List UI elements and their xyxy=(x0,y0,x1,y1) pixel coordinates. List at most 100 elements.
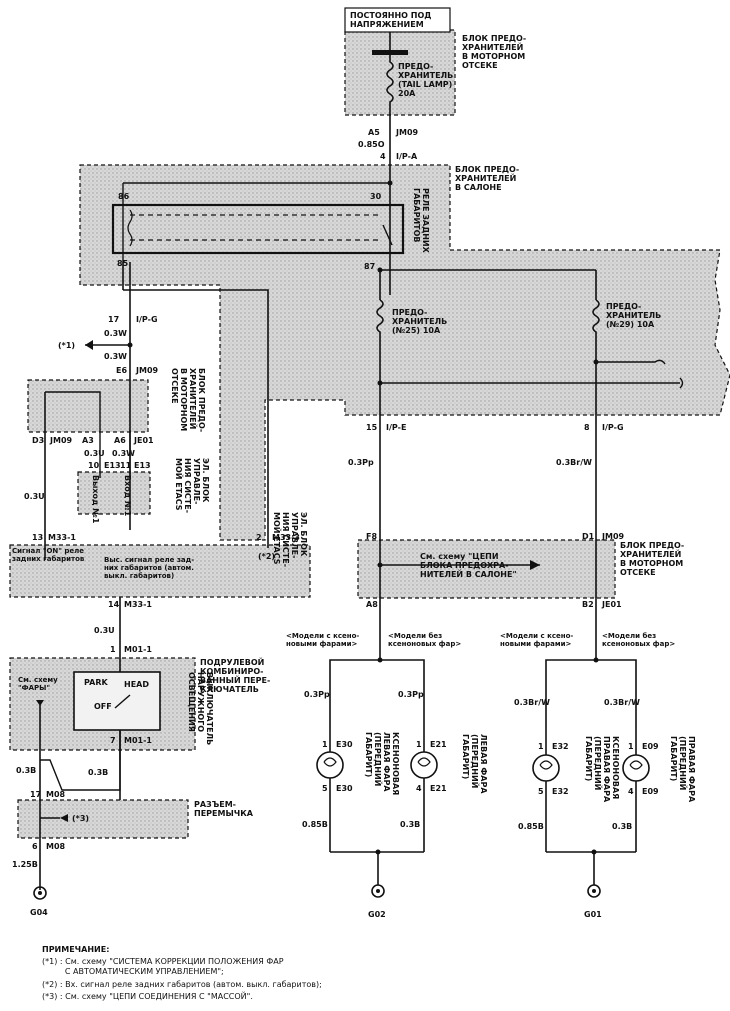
supply-bar xyxy=(372,50,408,55)
conn-ipg-right: I/P-G xyxy=(602,423,624,432)
conn-e13b: E13 xyxy=(134,461,151,470)
ground-g01-icon xyxy=(587,884,601,898)
lamp-l2-pin-top: 1 xyxy=(416,740,422,749)
conn-m331b: M33-1 xyxy=(124,600,152,609)
headlights-ref: См. схему "ФАРЫ" xyxy=(18,676,58,692)
lamp-l1-conn-top: E30 xyxy=(336,740,353,749)
etacs-label-2: ЭЛ. БЛОК УПРАВЛЕ- НИЯ СИСТЕ- МОЙ ETACS xyxy=(272,512,308,568)
lamp-r2-name: ПРАВАЯ ФАРА (ПЕРЕДНИЙ ГАБАРИТ) xyxy=(669,736,696,803)
conn-1: 1 xyxy=(110,645,116,654)
relay-label: РЕЛЕ ЗАДНИХ ГАБАРИТОВ xyxy=(412,188,430,253)
lamp-xenon-right-icon xyxy=(532,754,560,782)
lamp-l2-name: ЛЕВАЯ ФАРА (ПЕРЕДНИЙ ГАБАРИТ) xyxy=(461,734,488,794)
etacs-area-2 xyxy=(9,544,311,598)
tail-relay xyxy=(111,203,405,255)
conn-jm09-l: JM09 xyxy=(50,436,73,445)
lamp-r1-wire-bot: 0.85B xyxy=(518,822,544,831)
conn-17b: 17 xyxy=(30,790,42,799)
model-xenon-left: <Модели с ксено- новыми фарами> xyxy=(286,632,360,648)
wire-03w-a: 0.3W xyxy=(104,329,127,338)
model-noxenon-right: <Модели без ксеноновых фар> xyxy=(602,632,676,648)
conn-4: 4 xyxy=(380,152,386,161)
conn-2: 2 xyxy=(256,533,262,542)
engine-fuse-block-left-area xyxy=(27,379,149,433)
wire-03w-b: 0.3W xyxy=(104,352,127,361)
jumper-label: РАЗЪЕМ- ПЕРЕМЫЧКА xyxy=(194,800,253,818)
conn-ipg-left: I/P-G xyxy=(136,315,158,324)
light-switch-label: ВЫКЛЮЧАТЕЛЬ НАРУЖНОГО ОСВЕЩЕНИЯ xyxy=(187,672,214,746)
lamp-xenon-left-icon xyxy=(316,751,344,779)
lamp-r2-pin-bot: 4 xyxy=(628,787,634,796)
ground-g02-icon xyxy=(371,884,385,898)
wire-125b: 1.25B xyxy=(12,860,38,869)
lamp-r2-pin-top: 1 xyxy=(628,742,634,751)
on-signal-label: Сигнал "ON" реле задних габаритов xyxy=(12,547,85,563)
tail-lamp-fuse-label: ПРЕДО- ХРАНИТЕЛЬ (TAIL LAMP) 20A xyxy=(398,62,454,98)
wire-03u-c: 0.3U xyxy=(94,626,115,635)
conn-a5: A5 xyxy=(368,128,380,137)
conn-m08a: M08 xyxy=(46,790,66,799)
engine-fuse-block-left-label: БЛОК ПРЕДО- ХРАНИТЕЛЕЙ В МОТОРНОМ ОТСЕКЕ xyxy=(170,368,206,433)
model-xenon-right: <Модели с ксено- новыми фарами> xyxy=(500,632,574,648)
pin-30: 30 xyxy=(370,192,382,201)
conn-d1: D1 xyxy=(582,532,595,541)
wire-03b-a: 0.3B xyxy=(16,766,37,775)
pin-87: 87 xyxy=(364,262,376,271)
conn-je01-l: JE01 xyxy=(134,436,154,445)
lamp-l2-conn-bot: E21 xyxy=(430,784,447,793)
switch-head: HEAD xyxy=(124,680,149,689)
engine-fuse-block-right-area xyxy=(357,539,616,599)
light-switch-box xyxy=(73,671,161,731)
lamp-l2-pin-bot: 4 xyxy=(416,784,422,793)
pin-85: 85 xyxy=(117,259,129,268)
conn-8: 8 xyxy=(584,423,590,432)
ground-g04-label: G04 xyxy=(30,908,48,917)
conn-f8: F8 xyxy=(366,532,378,541)
conn-a6: A6 xyxy=(114,436,126,445)
etacs-area-1 xyxy=(77,471,151,515)
constant-power-label: ПОСТОЯННО ПОД НАПРЯЖЕНИЕМ xyxy=(350,11,432,29)
pin-input: Вход №1 xyxy=(123,475,132,517)
lamp-r2-wire-bot: 0.3B xyxy=(612,822,633,831)
conn-d3: D3 xyxy=(32,436,45,445)
wire-03pp-a: 0.3Pp xyxy=(348,458,374,467)
notes-title: ПРИМЕЧАНИЕ: xyxy=(42,945,110,954)
conn-m011: M01-1 xyxy=(124,645,152,654)
switch-off: OFF xyxy=(94,702,112,711)
lamp-l1-name: КСЕНОНОВАЯ ЛЕВАЯ ФАРА (ПЕРЕДНИЙ ГАБАРИТ) xyxy=(364,732,400,796)
engine-fuse-block-top-label: БЛОК ПРЕДО- ХРАНИТЕЛЕЙ В МОТОРНОМ ОТСЕКЕ xyxy=(462,34,527,70)
combo-switch-label: ПОДРУЛЕВОЙ КОМБИНИРО- ВАННЫЙ ПЕРЕ- КЛЮЧА… xyxy=(200,658,271,694)
lamp-l1-pin-top: 1 xyxy=(322,740,328,749)
lamp-l1-wire-top: 0.3Pp xyxy=(304,690,330,699)
cabin-fuse-block-area xyxy=(79,164,730,541)
lamp-r1-pin-bot: 5 xyxy=(538,787,544,796)
conn-ipa: I/P-A xyxy=(396,152,418,161)
lamp-r1-pin-top: 1 xyxy=(538,742,544,751)
lamp-r2-wire-top: 0.3Br/W xyxy=(604,698,640,707)
lamp-l1-pin-bot: 5 xyxy=(322,784,328,793)
lamp-l2-wire-top: 0.3Pp xyxy=(398,690,424,699)
lamp-l2-conn-top: E21 xyxy=(430,740,447,749)
conn-ipe: I/P-E xyxy=(386,423,407,432)
pin-output: Выход №1 xyxy=(91,475,100,524)
fuse-25-label: ПРЕДО- ХРАНИТЕЛЬ (№25) 10A xyxy=(392,308,448,335)
conn-b2: B2 xyxy=(582,600,594,609)
conn-e13a: E13 xyxy=(104,461,121,470)
tail-lamp-fuse xyxy=(386,55,394,140)
conn-m331: M33-1 xyxy=(48,533,76,542)
note-2: (*2) : Вх. сигнал реле задних габаритов … xyxy=(42,980,322,989)
conn-je01-r: JE01 xyxy=(602,600,622,609)
pin-86: 86 xyxy=(118,192,130,201)
high-signal-label: Выс. сигнал реле зад- них габаритов (авт… xyxy=(104,556,195,580)
conn-7: 7 xyxy=(110,736,116,745)
lamp-r2-conn-bot: E09 xyxy=(642,787,659,796)
lamp-left-icon xyxy=(410,751,438,779)
conn-e6: E6 xyxy=(116,366,128,375)
conn-m08b: M08 xyxy=(46,842,66,851)
conn-jm09-top: JM09 xyxy=(396,128,419,137)
note-1: (*1) : См. схему "СИСТЕМА КОРРЕКЦИИ ПОЛО… xyxy=(42,957,284,976)
conn-10: 10 xyxy=(88,461,100,470)
ground-g04-icon xyxy=(33,886,47,900)
wire-03b-b: 0.3B xyxy=(88,768,109,777)
conn-13: 13 xyxy=(32,533,44,542)
